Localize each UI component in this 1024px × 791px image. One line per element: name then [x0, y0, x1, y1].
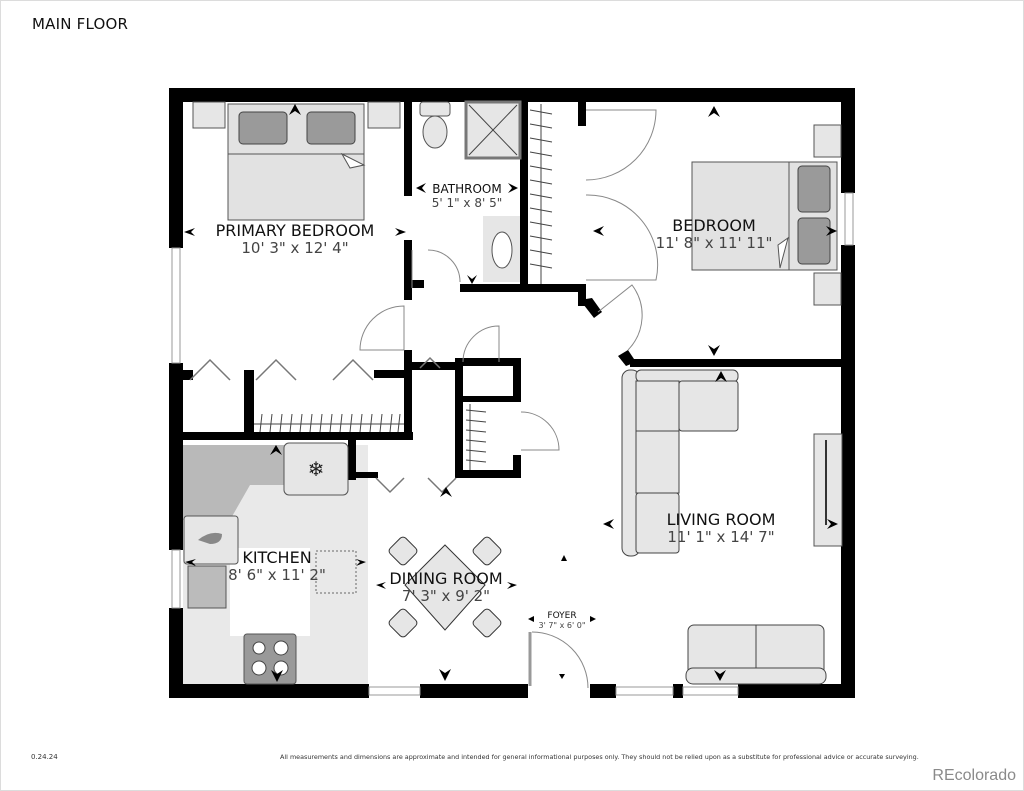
door-swings — [359, 109, 659, 689]
room-labels: PRIMARY BEDROOM 10' 3" x 12' 4" BATHROOM… — [216, 182, 776, 630]
closet-hangers — [254, 104, 553, 470]
disclaimer-text: All measurements and dimensions are appr… — [280, 753, 919, 761]
dims-living-room: 11' 1" x 14' 7" — [667, 528, 774, 546]
exterior-walls — [169, 88, 855, 698]
label-dining-room: DINING ROOM — [389, 569, 502, 588]
dims-bedroom: 11' 8" x 11' 11" — [656, 234, 773, 252]
floor-title: MAIN FLOOR — [32, 15, 129, 33]
brand-watermark: REcolorado — [932, 767, 1016, 784]
primary-bedroom-furniture — [192, 101, 401, 221]
closet-bifold-doors — [189, 356, 457, 494]
label-living-room: LIVING ROOM — [667, 510, 776, 529]
version-label: 0.24.24 — [31, 753, 58, 761]
label-primary-bedroom: PRIMARY BEDROOM — [216, 221, 375, 240]
dims-dining-room: 7' 3" x 9' 2" — [402, 587, 490, 605]
dims-foyer: 3' 7" x 6' 0" — [538, 621, 585, 630]
dining-table — [388, 536, 502, 638]
label-kitchen: KITCHEN — [242, 548, 311, 567]
snowflake-icon: ❄ — [308, 457, 325, 481]
living-room-furniture — [621, 369, 843, 685]
dims-primary-bedroom: 10' 3" x 12' 4" — [241, 239, 348, 257]
bathroom-fixtures — [419, 100, 522, 282]
label-bedroom: BEDROOM — [672, 216, 756, 235]
windows — [171, 192, 854, 696]
label-foyer: FOYER — [547, 611, 576, 621]
kitchen-fixtures: ❄ — [183, 442, 357, 685]
bedroom-furniture — [691, 124, 842, 306]
label-bathroom: BATHROOM — [432, 182, 501, 196]
dimension-arrows — [184, 104, 838, 682]
interior-walls — [183, 100, 855, 480]
dims-kitchen: 8' 6" x 11' 2" — [228, 566, 326, 584]
dims-bathroom: 5' 1" x 8' 5" — [432, 196, 503, 210]
